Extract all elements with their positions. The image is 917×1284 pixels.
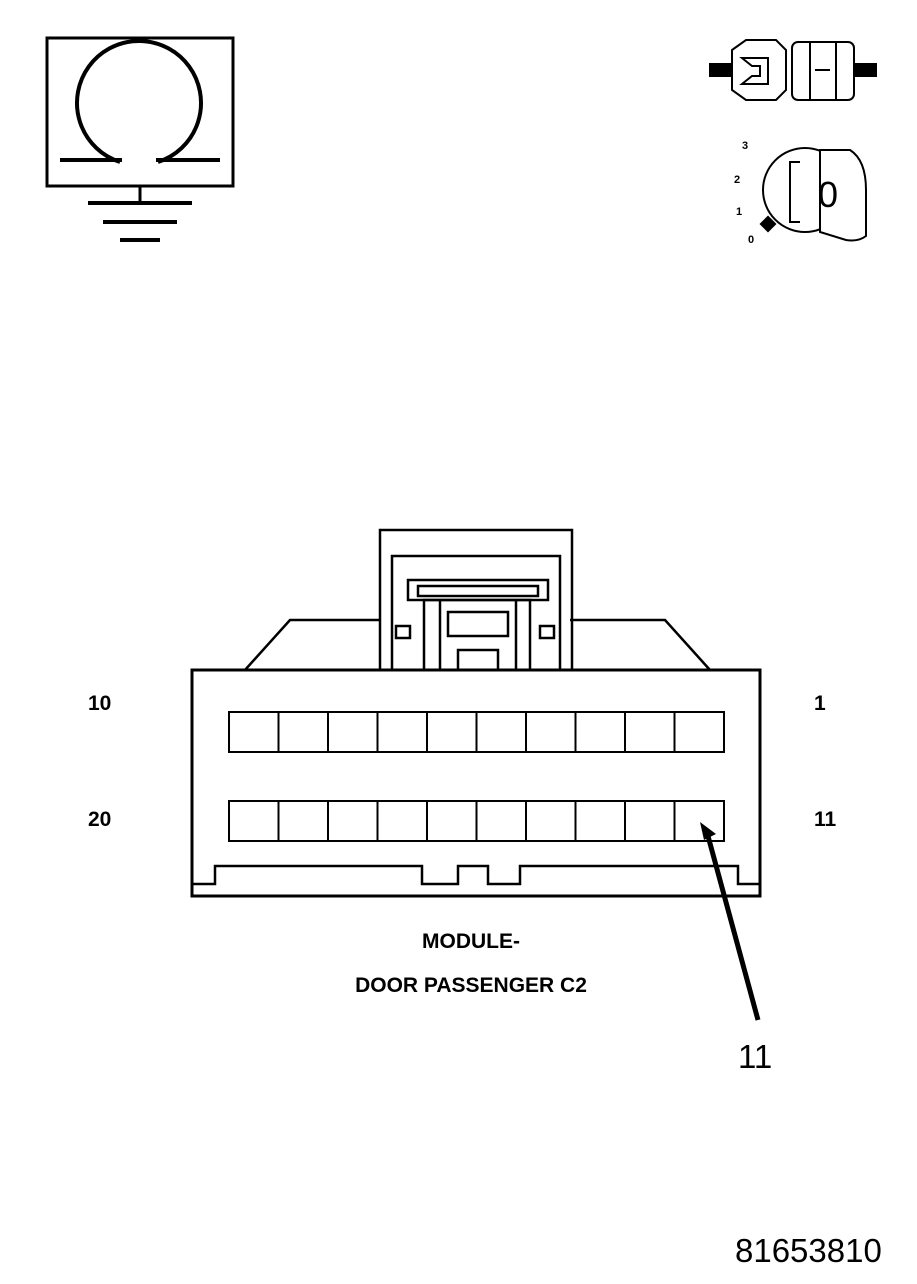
pin-cavity [426,800,478,842]
callout-label: 11 [738,1038,773,1075]
pin-label-top-left: 10 [88,692,112,715]
ignition-position-label: 3 [742,140,749,152]
pin-label-bottom-left: 20 [88,808,112,831]
pin-cavity [624,711,676,753]
connector-caption: MODULE- DOOR PASSENGER C2 [271,920,671,1008]
pin-cavity [525,711,577,753]
pin-cavity [277,711,329,753]
pin-row-top [228,711,725,753]
pin-cavity [624,800,676,842]
pin-label-top-right: 1 [814,692,826,715]
ignition-position-label: 1 [736,206,743,218]
figure-id: 81653810 [735,1232,882,1269]
pin-cavity [574,711,626,753]
connector-latch-housing [244,528,711,672]
pin-cavity [475,800,527,842]
ignition-position-label: 0 [748,234,755,246]
pin-cavity [327,711,379,753]
pin-cavity [228,711,280,753]
ignition-key-off-icon [759,147,867,242]
pin-cavity [376,800,428,842]
caption-line-1: MODULE- [422,930,520,953]
pin-callout-arrow [700,822,761,1021]
pin-cavity [525,800,577,842]
pin-cavity [475,711,527,753]
pin-cavity [327,800,379,842]
pin-cavity [673,711,725,753]
pin-cavity [228,800,280,842]
pin-label-bottom-right: 11 [814,808,837,831]
pin-cavity [277,800,329,842]
pin-cavity [574,800,626,842]
connector-body [190,668,762,898]
ohmmeter-ground-icon [45,36,235,242]
caption-line-2: DOOR PASSENGER C2 [355,974,587,997]
pin-cavity [376,711,428,753]
ignition-key-label: 0 [818,174,839,215]
pin-row-bottom [228,800,725,842]
pin-cavity [426,711,478,753]
pin-cavity [673,800,725,842]
ignition-position-label: 2 [734,174,741,186]
disconnected-connector-icon [709,39,877,101]
